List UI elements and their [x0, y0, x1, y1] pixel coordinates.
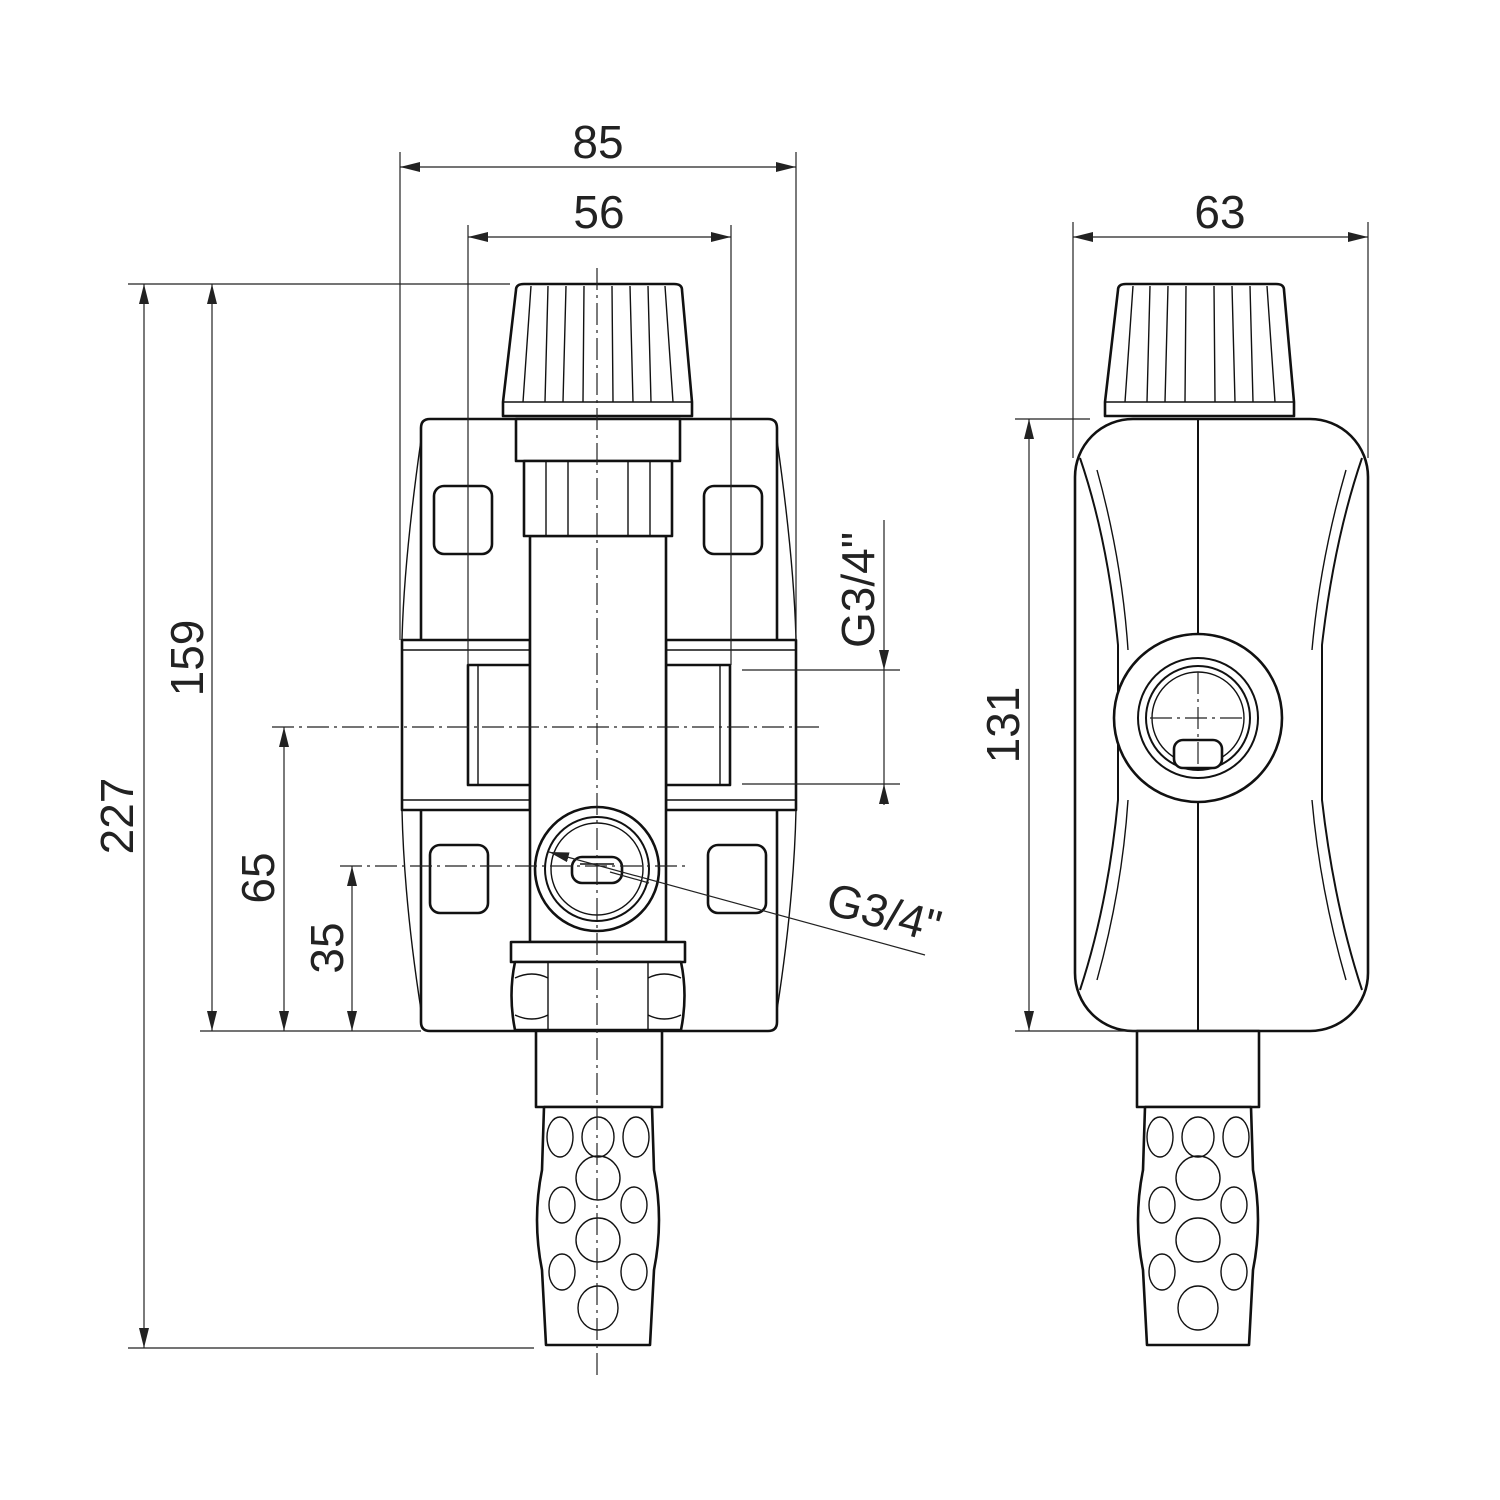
- dim-85: 85: [572, 116, 623, 168]
- side-view: [1073, 282, 1370, 1347]
- thread-label-drain: G3/4": [821, 872, 947, 952]
- dim-131: 131: [977, 687, 1029, 764]
- lower-hex-nut: [510, 960, 686, 1032]
- dim-227: 227: [91, 778, 143, 855]
- side-stem: [1135, 1029, 1261, 1109]
- dim-65: 65: [232, 852, 284, 903]
- front-strainer: [535, 1105, 661, 1347]
- window-bottom-right: [706, 843, 768, 915]
- front-view: [272, 268, 820, 1378]
- upper-collar: [514, 417, 682, 463]
- front-strainer-holes: [546, 1116, 650, 1331]
- window-top-right: [702, 484, 764, 556]
- thread-label-side-outlet: G3/4": [832, 532, 884, 648]
- side-knob: [1103, 282, 1296, 418]
- side-strainer: [1136, 1105, 1260, 1347]
- lower-collar: [509, 940, 687, 964]
- front-stem: [534, 1029, 664, 1109]
- dim-56: 56: [573, 186, 624, 238]
- dim-63: 63: [1194, 186, 1245, 238]
- dim-35: 35: [301, 922, 353, 973]
- window-top-left: [432, 484, 494, 556]
- upper-hex-nut: [522, 459, 674, 538]
- side-strainer-holes: [1146, 1116, 1250, 1331]
- side-dimensions: 63 131: [977, 186, 1369, 1032]
- dim-159: 159: [161, 620, 213, 697]
- window-bottom-left: [428, 843, 490, 915]
